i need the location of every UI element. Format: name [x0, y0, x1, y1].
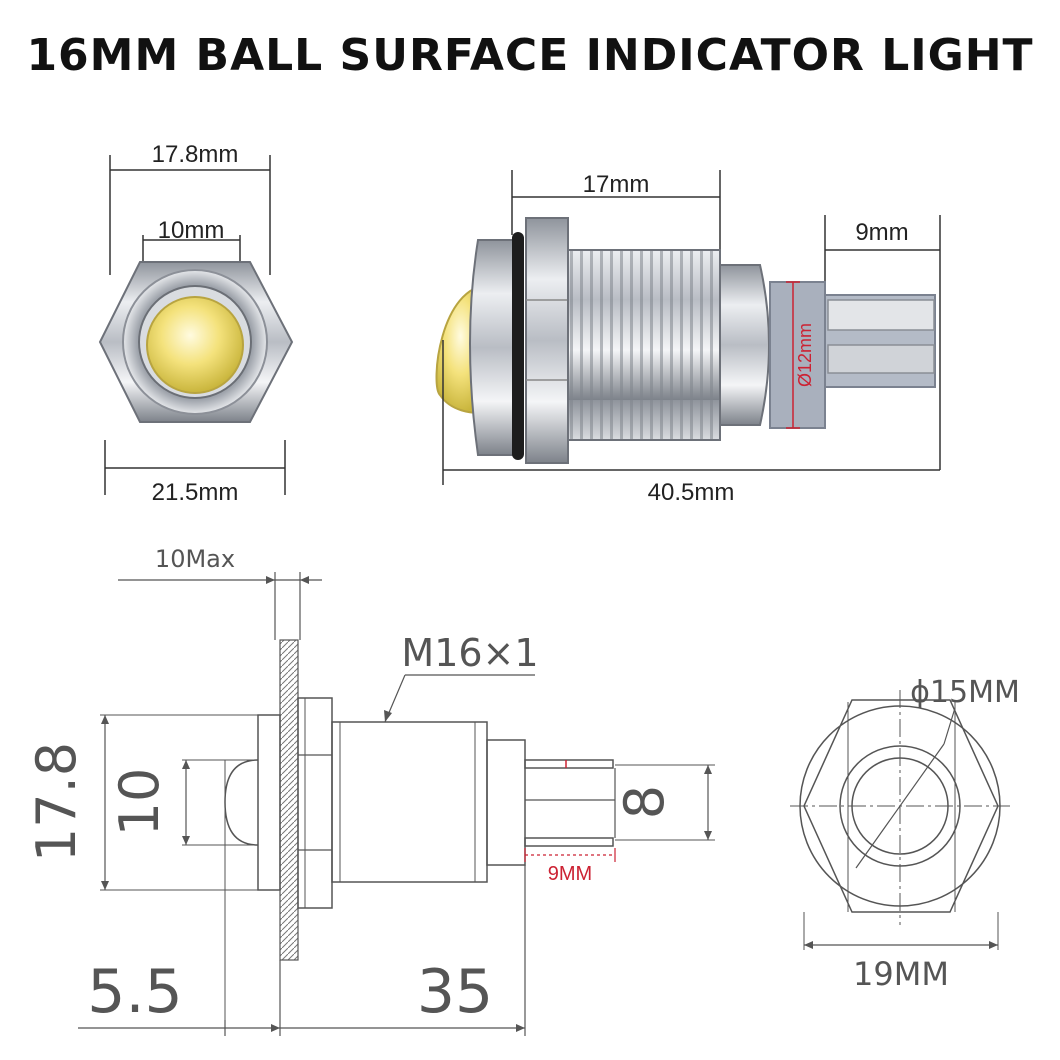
inner-diameter-label: ϕ15MM [910, 675, 1020, 710]
hex-width-label: 19MM [853, 955, 949, 993]
o-ring [512, 232, 524, 460]
panel-section [279, 639, 299, 961]
thread-spec-label: M16×1 [401, 631, 538, 675]
front-width-top-label: 17.8mm [152, 141, 239, 168]
side-thread-length-label: 17mm [583, 171, 650, 198]
front-lens-label: 10mm [158, 217, 225, 244]
nut-drawing [297, 697, 333, 909]
terminal-gap-label: 8 [613, 785, 676, 819]
side-terminal-length-label: 9mm [855, 219, 908, 246]
technical-drawing-end: ϕ15MM 19MM [790, 675, 1020, 993]
terminal-pin-bottom [827, 344, 935, 374]
yellow-lens-front [146, 296, 244, 394]
threaded-body [567, 249, 721, 441]
pin-bottom-drawing [524, 837, 614, 847]
terminal-pin-top [827, 299, 935, 331]
height-label: 17.8 [25, 742, 88, 862]
technical-drawing-side: 10Max M16×1 17.8 [25, 545, 715, 1036]
side-view: 17mm 9mm Ø12mm 40.5mm [435, 170, 941, 506]
panel-max-label: 10Max [155, 545, 235, 573]
page-title: 16MM BALL SURFACE INDICATOR LIGHT [26, 30, 1034, 81]
front-view: 17.8mm 10mm 21.5mm [98, 141, 294, 506]
side-base-diameter-label: Ø12mm [795, 323, 815, 387]
body-length-label: 35 [417, 957, 493, 1027]
terminal-length-label: 9MM [548, 863, 592, 885]
hex-nut-side [525, 217, 569, 464]
flange-label: 5.5 [87, 957, 182, 1027]
lens-height-label: 10 [108, 768, 171, 837]
bezel-side [469, 239, 521, 456]
body-drawing [331, 721, 488, 883]
pin-top-drawing [524, 759, 614, 769]
front-width-bottom-label: 21.5mm [152, 479, 239, 506]
side-total-length-label: 40.5mm [648, 479, 735, 506]
